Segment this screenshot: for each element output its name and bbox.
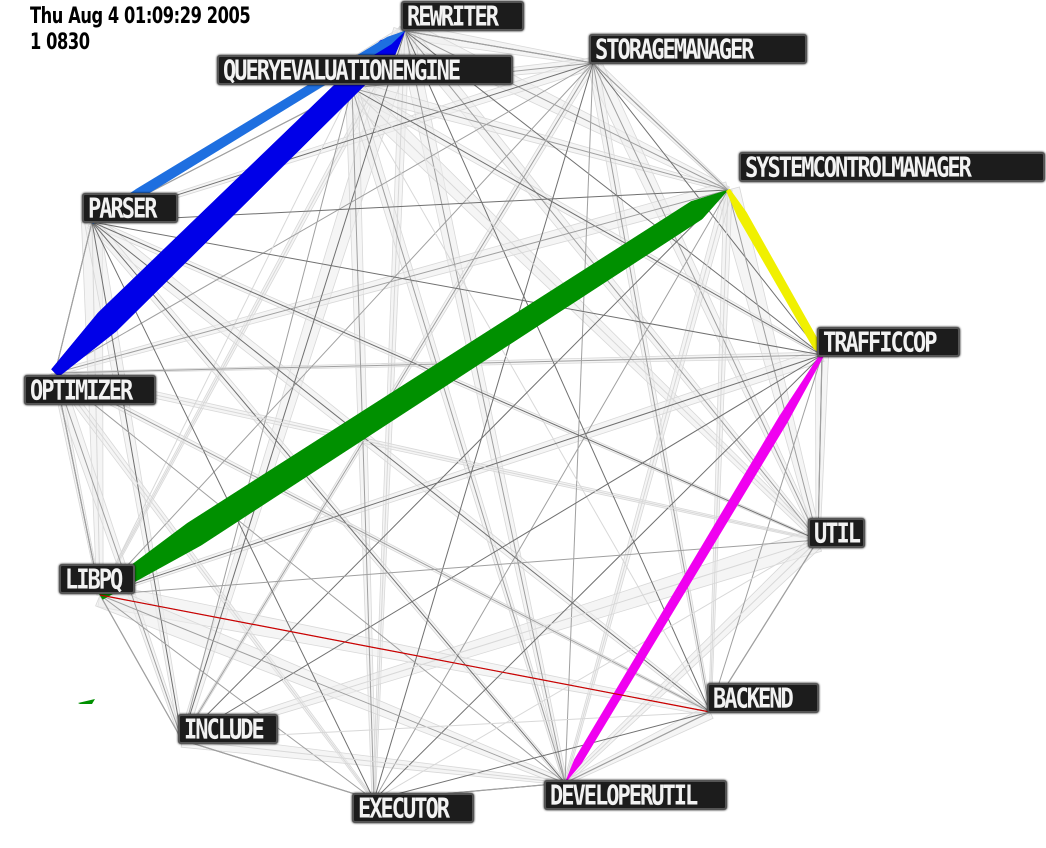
edge-line — [91, 221, 101, 596]
node-rewriter[interactable]: REWRITER — [401, 1, 524, 31]
edge-line — [91, 221, 566, 784]
edge-line — [709, 189, 729, 713]
green-edge-fragment — [78, 699, 95, 704]
edge-line — [91, 221, 823, 356]
highlighted-edge — [99, 594, 711, 713]
edge-line — [373, 711, 711, 801]
node-label-text: QUERYEVALUATIONENGINE — [223, 55, 461, 85]
node-label-text: STORAGEMANAGER — [595, 34, 754, 64]
counter-text: 1 0830 — [30, 30, 90, 55]
edge-line — [351, 87, 819, 541]
edge-line — [54, 372, 711, 713]
node-label-text: OPTIMIZER — [30, 375, 133, 405]
node-label-text: BACKEND — [713, 683, 794, 713]
highlighted-edge-layer — [51, 30, 825, 784]
edge-line — [99, 594, 566, 784]
node-parser[interactable]: PARSER — [82, 193, 178, 223]
edge-line — [54, 62, 594, 374]
node-developerutil[interactable]: DEVELOPERUTIL — [544, 780, 727, 810]
edge-line — [54, 372, 819, 541]
edge-line — [181, 189, 729, 741]
edge-line — [181, 539, 819, 741]
node-libpq[interactable]: LIBPQ — [59, 564, 135, 594]
node-queryevaluationengine[interactable]: QUERYEVALUATIONENGINE — [217, 55, 513, 85]
edge-line — [373, 189, 729, 801]
edge-line — [99, 594, 375, 801]
node-trafficcop[interactable]: TRAFFICCOP — [817, 327, 960, 357]
node-include[interactable]: INCLUDE — [178, 714, 278, 744]
node-optimizer[interactable]: OPTIMIZER — [24, 375, 156, 405]
edge-line — [404, 30, 819, 541]
edge-line — [99, 354, 823, 596]
timestamp-text: Thu Aug 4 01:09:29 2005 — [30, 4, 251, 29]
node-label-text: INCLUDE — [184, 714, 265, 744]
edge-line — [91, 221, 711, 713]
node-storagemanager[interactable]: STORAGEMANAGER — [589, 34, 807, 64]
edge-line — [351, 87, 711, 713]
edge-line — [592, 62, 711, 713]
edge-line — [727, 189, 819, 541]
node-label-text: LIBPQ — [65, 564, 123, 594]
edge-line — [54, 189, 729, 374]
node-systemcontrolmanager[interactable]: SYSTEMCONTROLMANAGER — [739, 152, 1045, 182]
node-label-text: DEVELOPERUTIL — [550, 780, 698, 810]
edge-line — [373, 539, 819, 801]
edge-line — [91, 221, 819, 541]
node-label-text: PARSER — [88, 193, 157, 223]
highlighted-edge — [564, 353, 825, 784]
node-label-text: EXECUTOR — [358, 793, 450, 823]
edge-line — [373, 62, 594, 801]
edge-line — [54, 372, 566, 784]
node-label-text: REWRITER — [407, 1, 499, 31]
edge-line — [99, 62, 594, 596]
edge-line — [351, 87, 566, 784]
node-executor[interactable]: EXECUTOR — [352, 793, 474, 823]
edge-line — [564, 62, 594, 784]
node-label-text: TRAFFICCOP — [823, 327, 937, 357]
edge-line — [564, 539, 819, 784]
edge-line — [181, 87, 353, 741]
edge-line — [351, 87, 729, 191]
node-backend[interactable]: BACKEND — [707, 683, 819, 713]
edge-line — [709, 354, 823, 713]
edge-line — [351, 87, 823, 356]
edge-line — [404, 30, 823, 356]
edge-line — [351, 87, 375, 801]
edge-line — [99, 539, 819, 596]
node-label-text: SYSTEMCONTROLMANAGER — [745, 152, 972, 182]
edge-line — [592, 62, 819, 541]
edge-line — [564, 189, 729, 784]
edge-line — [181, 739, 566, 784]
edge-line — [181, 354, 823, 741]
node-label-text: UTIL — [814, 518, 861, 548]
edge-line — [54, 372, 183, 741]
node-util[interactable]: UTIL — [808, 518, 865, 548]
edge-line — [404, 30, 711, 713]
